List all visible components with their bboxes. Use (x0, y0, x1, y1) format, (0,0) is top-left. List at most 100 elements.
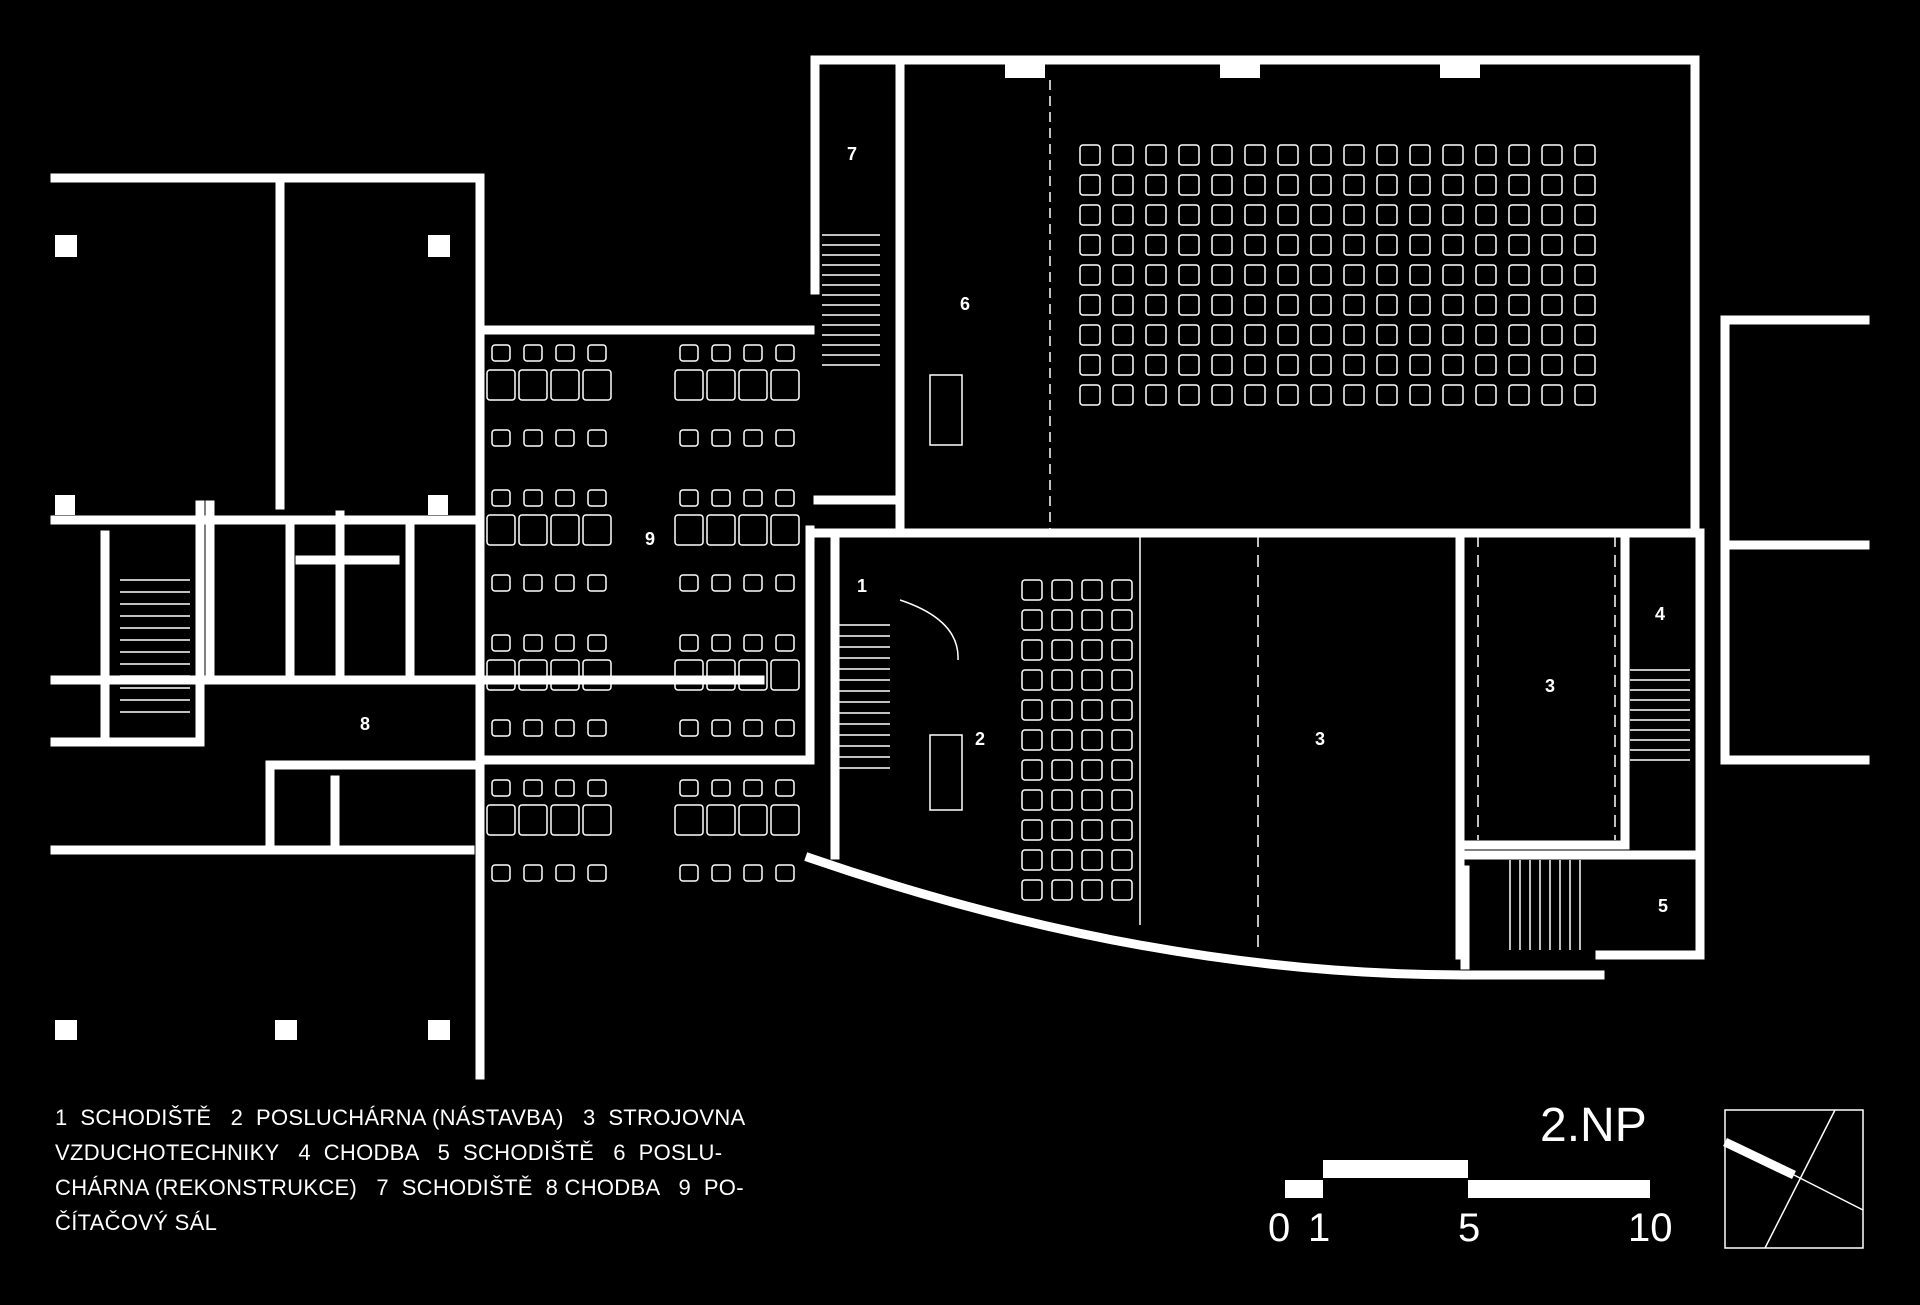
lab-chair (711, 864, 731, 882)
auditorium-seat (1475, 324, 1497, 346)
auditorium-seat (1376, 384, 1398, 406)
lab-chair (587, 574, 607, 592)
lab-chair (555, 634, 575, 652)
auditorium-seat (1508, 204, 1530, 226)
lab-chair (743, 574, 763, 592)
room-label-4: 4 (1655, 604, 1665, 624)
auditorium-seat (1310, 294, 1332, 316)
lab-desk (706, 369, 736, 401)
auditorium-seat (1021, 819, 1043, 841)
auditorium-seat (1541, 174, 1563, 196)
auditorium-seat (1111, 609, 1133, 631)
auditorium-seat (1409, 384, 1431, 406)
auditorium-seat (1541, 264, 1563, 286)
lab-chair (523, 574, 543, 592)
auditorium-seat (1310, 234, 1332, 256)
auditorium-seat (1343, 204, 1365, 226)
auditorium-seat (1178, 354, 1200, 376)
lab-chair (679, 634, 699, 652)
lab-desk (486, 514, 516, 546)
auditorium-seat (1541, 384, 1563, 406)
auditorium-seat (1244, 354, 1266, 376)
auditorium-seat (1079, 324, 1101, 346)
auditorium-seat (1343, 144, 1365, 166)
lab-desk (674, 659, 704, 691)
auditorium-seat (1475, 354, 1497, 376)
auditorium-seat (1178, 204, 1200, 226)
auditorium-seat (1442, 354, 1464, 376)
auditorium-seat (1475, 204, 1497, 226)
auditorium-seat (1310, 354, 1332, 376)
lab-chair (775, 864, 795, 882)
lab-chair (679, 429, 699, 447)
legend-line-4: ČÍTAČOVÝ SÁL (55, 1210, 218, 1235)
scale-label-1: 1 (1308, 1206, 1331, 1250)
lab-chair (775, 719, 795, 737)
auditorium-seat (1409, 144, 1431, 166)
legend-line-2: VZDUCHOTECHNIKY 4 CHODBA 5 SCHODIŠTĚ 6 P… (55, 1140, 723, 1165)
lab-desk (550, 804, 580, 836)
auditorium-seat (1376, 294, 1398, 316)
auditorium-seat (1508, 264, 1530, 286)
room-label-2: 2 (975, 729, 985, 749)
lab-chair (587, 489, 607, 507)
auditorium-seat (1211, 234, 1233, 256)
auditorium-seat (1508, 294, 1530, 316)
auditorium-seat (1310, 324, 1332, 346)
lab-chair (775, 489, 795, 507)
auditorium-seat (1244, 204, 1266, 226)
auditorium-seat (1244, 324, 1266, 346)
auditorium-seat (1211, 354, 1233, 376)
auditorium-seat (1442, 174, 1464, 196)
auditorium-seat (1051, 699, 1073, 721)
auditorium-seat (1277, 204, 1299, 226)
auditorium-seat (1409, 174, 1431, 196)
lab-desk (674, 369, 704, 401)
lab-desk (518, 514, 548, 546)
auditorium-seat (1079, 174, 1101, 196)
lab-chair (587, 429, 607, 447)
lab-chair (555, 429, 575, 447)
auditorium-seat (1475, 174, 1497, 196)
auditorium-seat (1574, 294, 1596, 316)
auditorium-seat (1442, 144, 1464, 166)
lab-chair (775, 574, 795, 592)
lab-desk (582, 804, 612, 836)
auditorium-seat (1051, 579, 1073, 601)
auditorium-seat (1376, 204, 1398, 226)
auditorium-seat (1475, 234, 1497, 256)
auditorium-seat (1079, 294, 1101, 316)
auditorium-seat (1541, 294, 1563, 316)
auditorium-seat (1376, 354, 1398, 376)
auditorium-seat (1508, 144, 1530, 166)
lab-chair (555, 344, 575, 362)
scale-label-5: 5 (1458, 1206, 1481, 1250)
lab-chair (587, 344, 607, 362)
scale-label-10: 10 (1628, 1206, 1673, 1250)
auditorium-seat (1541, 324, 1563, 346)
auditorium-seat (1111, 579, 1133, 601)
auditorium-seat (1574, 174, 1596, 196)
auditorium-seat (1111, 819, 1133, 841)
lab-chair (743, 344, 763, 362)
auditorium-seat (1079, 354, 1101, 376)
auditorium-seat (1211, 264, 1233, 286)
lab-chair (679, 574, 699, 592)
lab-chair (491, 864, 511, 882)
auditorium-seat (1244, 234, 1266, 256)
auditorium-seat (1112, 174, 1134, 196)
auditorium-seat (1211, 324, 1233, 346)
lab-chair (555, 779, 575, 797)
auditorium-seat (1574, 204, 1596, 226)
auditorium-seat (1178, 234, 1200, 256)
lab-chair (711, 779, 731, 797)
auditorium-seat (1145, 384, 1167, 406)
auditorium-seat (1343, 174, 1365, 196)
auditorium-seat (1051, 789, 1073, 811)
auditorium-seat (1343, 234, 1365, 256)
lab-desk (738, 804, 768, 836)
auditorium-seat (1111, 669, 1133, 691)
lab-desk (770, 369, 800, 401)
lab-chair (587, 779, 607, 797)
auditorium-seat (1211, 174, 1233, 196)
